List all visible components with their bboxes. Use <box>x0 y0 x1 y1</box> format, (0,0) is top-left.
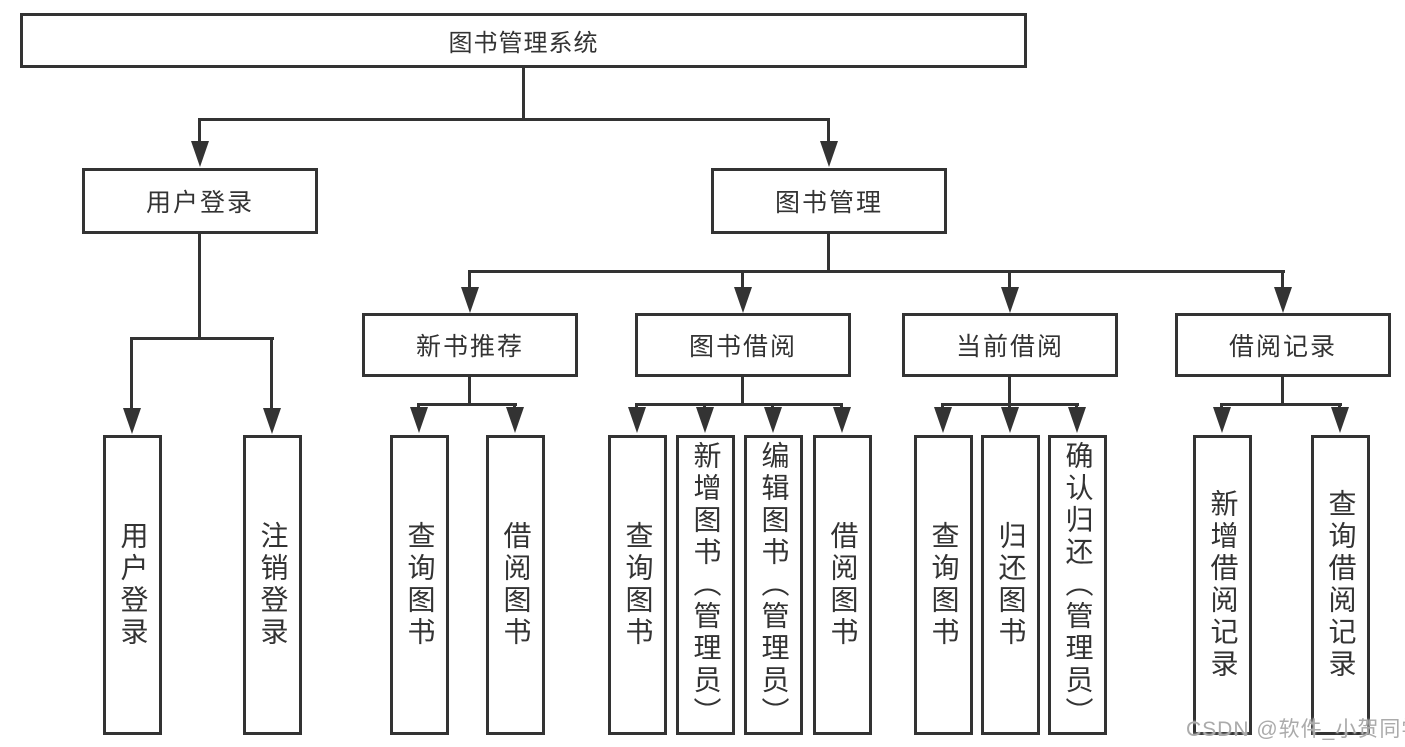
leaf-label: 查询图书 <box>404 521 436 649</box>
connector-line <box>468 376 471 406</box>
arrow-down-icon <box>1068 407 1086 433</box>
leaf-label: 查询图书 <box>928 521 960 649</box>
arrow-down-icon <box>820 141 838 167</box>
connector-line <box>1281 376 1284 406</box>
node-borrowing-records: 借阅记录 <box>1175 313 1391 377</box>
arrow-down-icon <box>934 407 952 433</box>
node-user-login: 用户登录 <box>82 168 318 234</box>
arrow-down-icon <box>1274 287 1292 313</box>
connector-line <box>417 403 517 406</box>
node-label: 图书管理系统 <box>448 30 599 57</box>
connector-line <box>198 118 201 145</box>
arrow-down-icon <box>734 287 752 313</box>
arrow-down-icon <box>1001 287 1019 313</box>
connector-line <box>468 270 1285 273</box>
connector-line <box>1281 270 1284 289</box>
leaf-label: 注销登录 <box>257 521 289 649</box>
arrow-down-icon <box>764 407 782 433</box>
node-root: 图书管理系统 <box>20 13 1027 68</box>
node-label: 图书借阅 <box>688 333 797 361</box>
node-label: 图书管理 <box>774 189 883 217</box>
arrow-down-icon <box>191 141 209 167</box>
arrow-down-icon <box>1331 407 1349 433</box>
leaf-logout: 注销登录 <box>243 435 302 735</box>
leaf-label: 借阅图书 <box>500 521 532 649</box>
leaf-label: 新增图书（管理员） <box>690 441 722 729</box>
connector-line <box>741 270 744 289</box>
node-label: 新书推荐 <box>415 333 524 361</box>
connector-line <box>1008 270 1011 289</box>
leaf-label: 确认归还（管理员） <box>1062 441 1094 729</box>
leaf-label: 用户登录 <box>117 521 149 649</box>
arrow-down-icon <box>1213 407 1231 433</box>
connector-line <box>522 68 525 121</box>
leaf-query-borrow-record: 查询借阅记录 <box>1311 435 1370 735</box>
leaf-label: 借阅图书 <box>827 521 859 649</box>
leaf-borrow-books-recommend: 借阅图书 <box>486 435 545 735</box>
arrow-down-icon <box>506 407 524 433</box>
leaf-user-login: 用户登录 <box>103 435 162 735</box>
leaf-return-books: 归还图书 <box>981 435 1040 735</box>
leaf-label: 新增借阅记录 <box>1207 489 1239 681</box>
leaf-label: 编辑图书（管理员） <box>758 441 790 729</box>
leaf-query-books-current: 查询图书 <box>914 435 973 735</box>
arrow-down-icon <box>410 407 428 433</box>
connector-line <box>130 337 274 340</box>
arrow-down-icon <box>1001 407 1019 433</box>
node-label: 当前借阅 <box>955 333 1064 361</box>
arrow-down-icon <box>696 407 714 433</box>
leaf-query-books-borrowing: 查询图书 <box>608 435 667 735</box>
connector-line <box>198 118 830 121</box>
connector-line <box>130 337 133 410</box>
leaf-label: 归还图书 <box>995 521 1027 649</box>
leaf-confirm-return-admin: 确认归还（管理员） <box>1048 435 1107 735</box>
connector-line <box>270 337 273 410</box>
arrow-down-icon <box>833 407 851 433</box>
leaf-add-borrow-record: 新增借阅记录 <box>1193 435 1252 735</box>
leaf-edit-books-admin: 编辑图书（管理员） <box>744 435 803 735</box>
connector-line <box>1008 376 1011 406</box>
connector-line <box>1220 403 1342 406</box>
node-book-borrowing: 图书借阅 <box>635 313 851 377</box>
node-new-book-recommend: 新书推荐 <box>362 313 578 377</box>
connector-line <box>741 376 744 406</box>
leaf-label: 查询图书 <box>622 521 654 649</box>
connector-line <box>635 403 843 406</box>
connector-line <box>468 270 471 289</box>
leaf-label: 查询借阅记录 <box>1325 489 1357 681</box>
csdn-watermark: CSDN @软件_小贺同学 <box>1186 718 1405 741</box>
node-current-borrowing: 当前借阅 <box>902 313 1118 377</box>
connector-line <box>827 233 830 273</box>
arrow-down-icon <box>461 287 479 313</box>
connector-line <box>827 118 830 145</box>
leaf-add-books-admin: 新增图书（管理员） <box>676 435 735 735</box>
connector-line <box>198 233 201 340</box>
node-label: 用户登录 <box>145 189 254 217</box>
node-label: 借阅记录 <box>1228 333 1337 361</box>
leaf-query-books-recommend: 查询图书 <box>390 435 449 735</box>
arrow-down-icon <box>628 407 646 433</box>
leaf-borrow-books-borrowing: 借阅图书 <box>813 435 872 735</box>
node-book-management: 图书管理 <box>711 168 947 234</box>
arrow-down-icon <box>123 408 141 434</box>
arrow-down-icon <box>263 408 281 434</box>
